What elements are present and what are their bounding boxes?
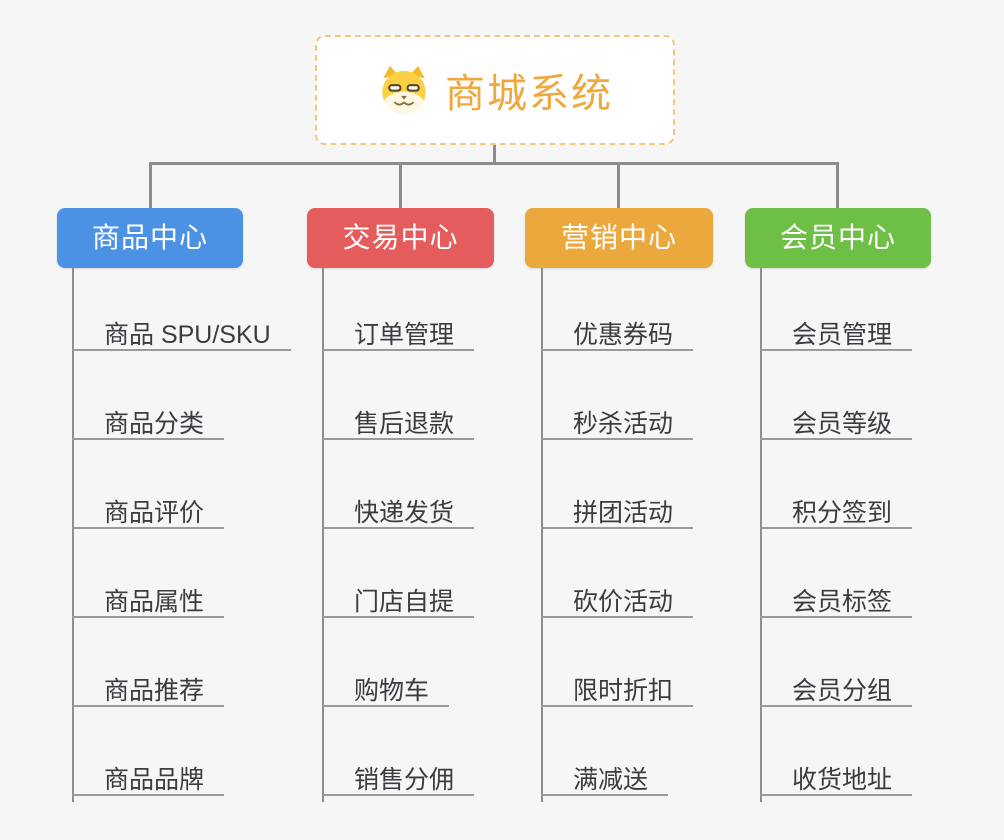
trunk-marketing: [541, 268, 543, 802]
leaf-node[interactable]: 会员分组: [760, 675, 913, 707]
branch-marketing-center[interactable]: 营销中心: [525, 208, 713, 268]
leaf-node[interactable]: 购物车: [322, 675, 450, 707]
leaf-node[interactable]: 商品 SPU/SKU: [72, 319, 291, 351]
dog-icon: [382, 65, 426, 115]
leaf-node[interactable]: 拼团活动: [541, 497, 694, 529]
leaf-node[interactable]: 商品推荐: [72, 675, 225, 707]
leaf-node[interactable]: 秒杀活动: [541, 408, 694, 440]
leaf-node[interactable]: 满减送: [541, 764, 669, 796]
leaf-node[interactable]: 积分签到: [760, 497, 913, 529]
leaf-node[interactable]: 快递发货: [322, 497, 475, 529]
connector-drop-1: [149, 162, 152, 208]
leaf-node[interactable]: 会员等级: [760, 408, 913, 440]
branch-member-center[interactable]: 会员中心: [745, 208, 931, 268]
leaf-node[interactable]: 收货地址: [760, 764, 913, 796]
leaf-node[interactable]: 门店自提: [322, 586, 475, 618]
leaf-node[interactable]: 会员管理: [760, 319, 913, 351]
leaf-node[interactable]: 砍价活动: [541, 586, 694, 618]
leaf-node[interactable]: 限时折扣: [541, 675, 694, 707]
root-title: 商城系统: [445, 72, 613, 116]
connector-drop-3: [617, 162, 620, 208]
connector-root-stub: [493, 145, 496, 163]
leaf-node[interactable]: 订单管理: [322, 319, 475, 351]
leaf-node[interactable]: 商品品牌: [72, 764, 225, 796]
leaf-node[interactable]: 商品评价: [72, 497, 225, 529]
connector-drop-4: [836, 162, 839, 208]
branch-trade-center[interactable]: 交易中心: [307, 208, 494, 268]
leaf-node[interactable]: 会员标签: [760, 586, 913, 618]
branch-product-center[interactable]: 商品中心: [57, 208, 243, 268]
leaf-node[interactable]: 售后退款: [322, 408, 475, 440]
trunk-member: [760, 268, 762, 802]
root-node[interactable]: 商城系统: [315, 35, 675, 145]
leaf-node[interactable]: 优惠券码: [541, 319, 694, 351]
trunk-product: [72, 268, 74, 802]
trunk-trade: [322, 268, 324, 802]
leaf-node[interactable]: 商品分类: [72, 408, 225, 440]
connector-drop-2: [399, 162, 402, 208]
leaf-node[interactable]: 销售分佣: [322, 764, 475, 796]
leaf-node[interactable]: 商品属性: [72, 586, 225, 618]
connector-bus: [149, 162, 839, 165]
